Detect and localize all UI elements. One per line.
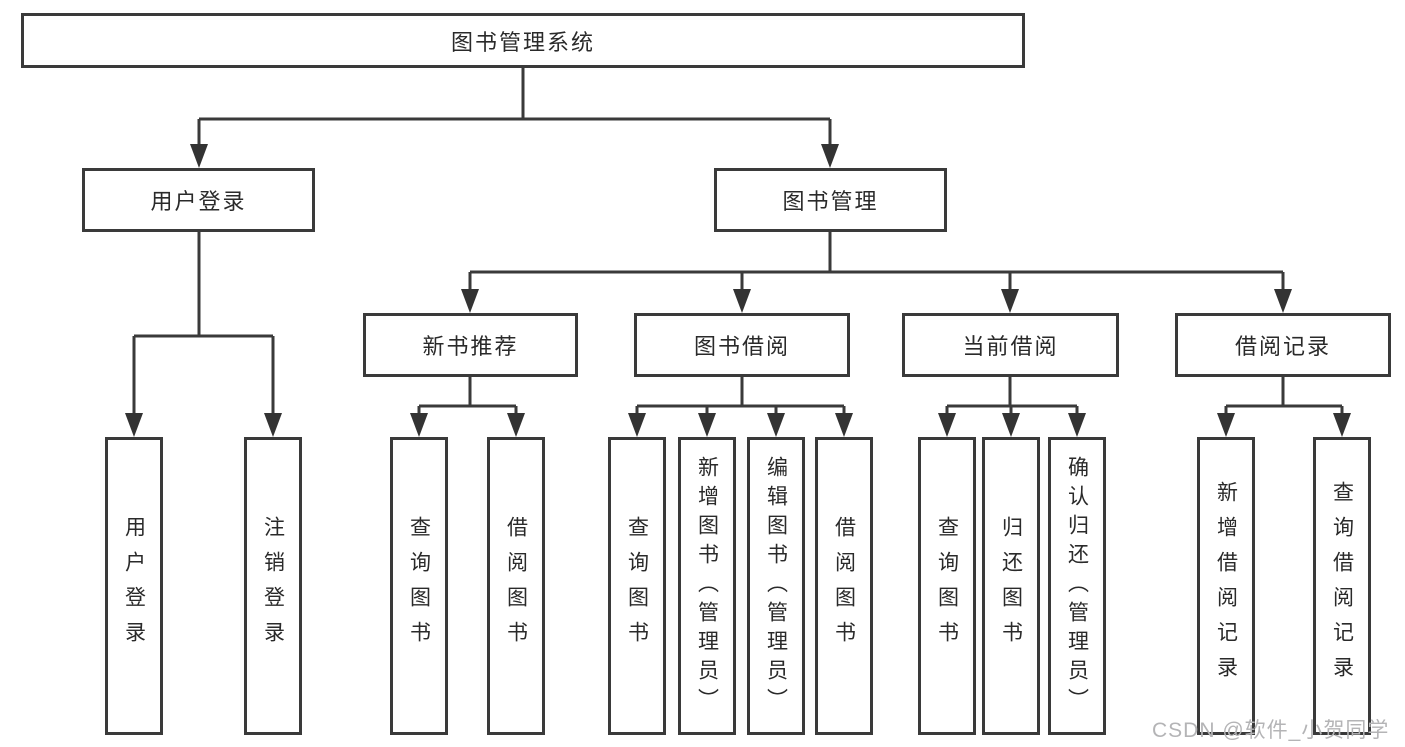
node-new-book-recommendation: 新书推荐 [363, 313, 578, 377]
node-label: 借阅记录 [1234, 334, 1331, 359]
leaf-add-borrow-record: 新增借阅记录 [1197, 437, 1255, 735]
node-borrowing-records: 借阅记录 [1175, 313, 1391, 377]
leaf-confirm-return-admin: 确认归还（管理员） [1048, 437, 1106, 735]
leaf-user-login: 用户登录 [105, 437, 163, 735]
leaf-query-books: 查询图书 [918, 437, 976, 735]
node-label: 借阅图书 [832, 516, 856, 656]
node-label: 图书借阅 [693, 334, 790, 359]
node-label: 新增借阅记录 [1214, 481, 1238, 691]
node-label: 编辑图书（管理员） [764, 455, 788, 717]
node-user-login: 用户登录 [82, 168, 315, 232]
node-label: 借阅图书 [504, 516, 528, 656]
node-label: 用户登录 [150, 189, 247, 214]
node-current-borrowing: 当前借阅 [902, 313, 1119, 377]
node-label: 确认归还（管理员） [1065, 455, 1089, 717]
node-label: 新增图书（管理员） [695, 455, 719, 717]
node-label: 图书管理系统 [450, 29, 595, 55]
node-label: 归还图书 [999, 516, 1023, 656]
node-library-management-system: 图书管理系统 [21, 13, 1025, 68]
leaf-query-borrow-record: 查询借阅记录 [1313, 437, 1371, 735]
leaf-add-books-admin: 新增图书（管理员） [678, 437, 736, 735]
node-book-borrowing: 图书借阅 [634, 313, 850, 377]
leaf-borrow-books: 借阅图书 [487, 437, 545, 735]
leaf-return-books: 归还图书 [982, 437, 1040, 735]
node-label: 注销登录 [261, 516, 285, 656]
node-label: 查询图书 [625, 516, 649, 656]
node-label: 新书推荐 [422, 334, 519, 359]
connector-paths [132, 68, 1344, 425]
node-book-management: 图书管理 [714, 168, 947, 232]
node-label: 当前借阅 [962, 334, 1059, 359]
node-label: 查询图书 [407, 516, 431, 656]
csdn-watermark: CSDN @软件_小贺同学 [1152, 719, 1390, 742]
node-label: 图书管理 [782, 189, 879, 214]
leaf-logout: 注销登录 [244, 437, 302, 735]
arrowhead-icons [125, 144, 1351, 437]
node-label: 查询借阅记录 [1330, 481, 1354, 691]
node-label: 用户登录 [122, 516, 146, 656]
leaf-query-books: 查询图书 [390, 437, 448, 735]
leaf-borrow-books: 借阅图书 [815, 437, 873, 735]
leaf-edit-books-admin: 编辑图书（管理员） [747, 437, 805, 735]
leaf-query-books: 查询图书 [608, 437, 666, 735]
node-label: 查询图书 [935, 516, 959, 656]
